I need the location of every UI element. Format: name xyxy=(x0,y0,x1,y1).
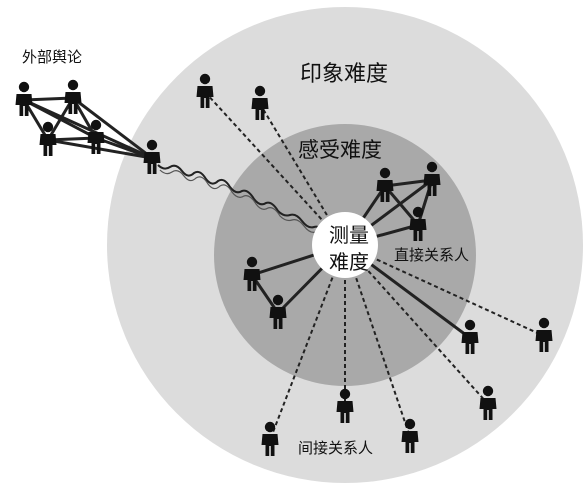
center-circle xyxy=(312,212,378,278)
center-label-line2: 难度 xyxy=(329,250,369,274)
center-label-line1: 测量 xyxy=(329,223,369,247)
center-label: 测量 难度 xyxy=(314,222,384,276)
person-icon xyxy=(39,121,57,156)
external-opinion-label: 外部舆论 xyxy=(22,48,83,66)
indirect-contact-lines xyxy=(204,91,545,441)
outer-ring-label: 印象难度 xyxy=(300,62,389,87)
middle-ring-label: 感受难度 xyxy=(298,138,382,162)
external-cluster-lines xyxy=(22,96,153,160)
direct-contacts-label: 直接关系人 xyxy=(394,246,470,264)
indirect-contacts-label: 间接关系人 xyxy=(298,439,374,457)
external-influence-line xyxy=(157,164,335,240)
